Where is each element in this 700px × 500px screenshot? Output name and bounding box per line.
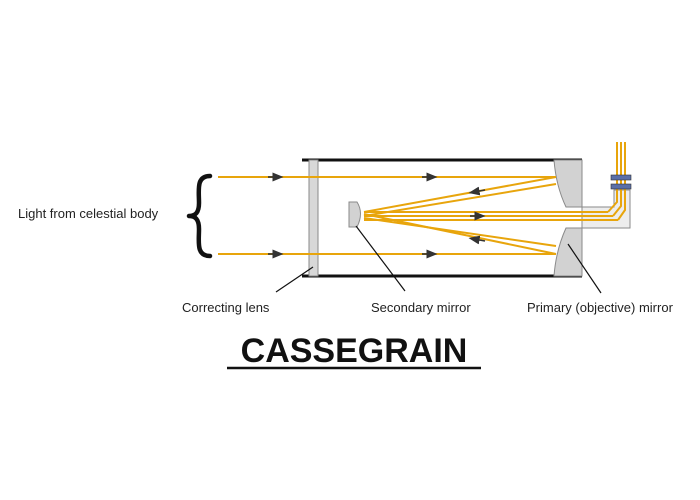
secondary-mirror <box>348 201 361 228</box>
leader-secondary-mirror <box>355 225 406 292</box>
eyepiece-band-upper <box>610 174 632 181</box>
brace-icon <box>186 173 213 259</box>
leader-primary-mirror <box>567 243 602 294</box>
eyepiece-ray-1 <box>607 142 618 213</box>
eyepiece-ray-2 <box>612 142 622 217</box>
label-correcting-lens: Correcting lens <box>182 300 270 315</box>
leader-correcting-lens <box>275 266 314 293</box>
reflected-ray-bottom-b <box>363 217 557 247</box>
eyepiece-band-lower <box>610 183 632 190</box>
primary-mirror-lower <box>553 227 583 277</box>
reflected-ray-top-a <box>363 176 557 213</box>
label-light-source: Light from celestial body <box>18 206 159 221</box>
eyepiece-ray-3 <box>617 142 626 221</box>
label-primary-mirror: Primary (objective) mirror <box>527 300 674 315</box>
diagram-title: CASSEGRAIN <box>241 332 468 370</box>
primary-mirror-upper <box>553 159 583 208</box>
arrow-icon <box>468 186 486 196</box>
reflected-ray-top-b <box>363 183 557 217</box>
correcting-lens <box>308 159 319 277</box>
label-secondary-mirror: Secondary mirror <box>371 300 471 315</box>
arrow-icon <box>468 235 486 245</box>
eyepiece-channel <box>581 189 631 229</box>
